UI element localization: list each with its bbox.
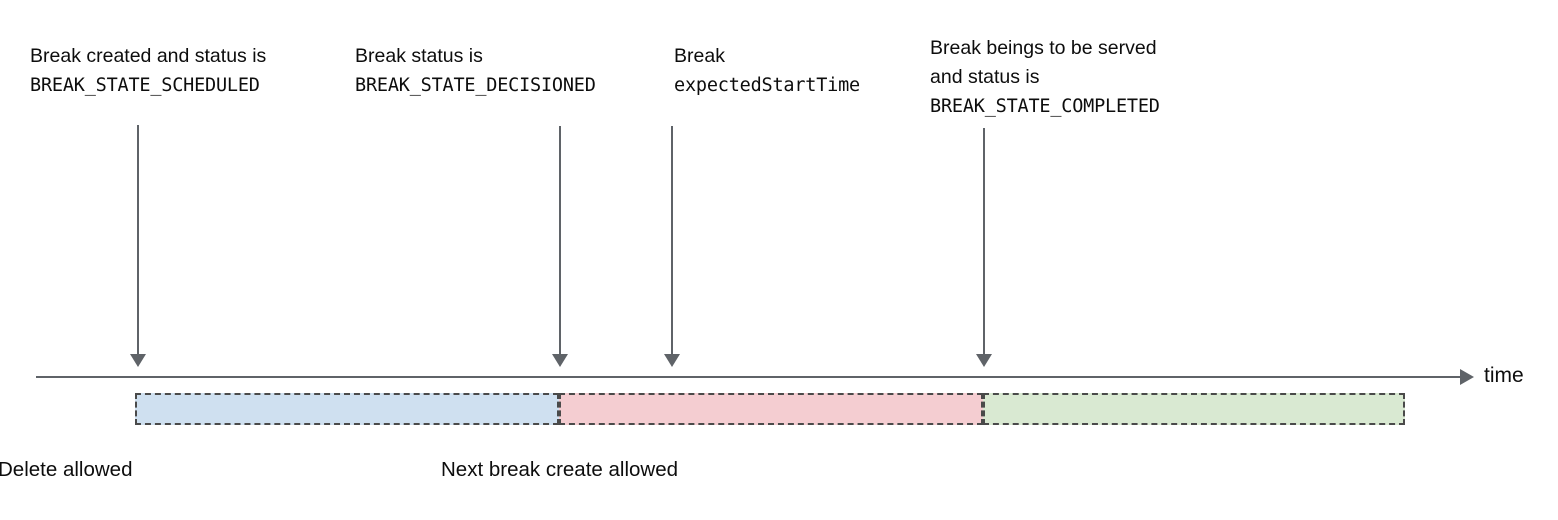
annotation-line-primary: Break status is [355,45,483,67]
phase-caption-decisioned: Delete allowed [0,458,133,481]
annotation-line-state-constant: BREAK_STATE_DECISIONED [355,75,596,96]
timeline-axis-line [36,376,1466,378]
timeline-axis-arrow-icon [1460,369,1474,385]
annotation-line-field-name: expectedStartTime [674,75,860,96]
annotation-line-primary: Break created and status is [30,45,267,67]
annotation-line-primary: Break beings to be served [930,37,1157,59]
arrow-shaft [671,126,673,356]
annotation-line-state-constant: BREAK_STATE_COMPLETED [930,96,1160,117]
phase-caption-completed: Next break create allowed [441,458,679,481]
annotation-break-completed: Break beings to be served and status is … [930,34,1160,121]
arrow-head [130,354,146,367]
annotation-line-secondary: and status is [930,66,1040,88]
annotation-line-primary: Break [674,45,725,67]
phase-bar-completed [983,393,1405,425]
marker-arrow-scheduled-icon [130,125,146,367]
timeline-axis-label: time [1484,364,1524,387]
arrow-head [552,354,568,367]
arrow-shaft [137,125,139,356]
arrow-shaft [983,128,985,356]
phase-bar-decisioned [559,393,983,425]
phase-bar-scheduled [135,393,559,425]
annotation-break-decisioned: Break status is BREAK_STATE_DECISIONED [355,42,596,100]
marker-arrow-expected-start-time-icon [664,126,680,367]
marker-arrow-decisioned-icon [552,126,568,367]
annotation-break-expected-start-time: Break expectedStartTime [674,42,860,100]
arrow-shaft [559,126,561,356]
annotation-line-state-constant: BREAK_STATE_SCHEDULED [30,75,260,96]
arrow-head [664,354,680,367]
marker-arrow-completed-icon [976,128,992,367]
annotation-break-created-scheduled: Break created and status is BREAK_STATE_… [30,42,266,100]
arrow-head [976,354,992,367]
